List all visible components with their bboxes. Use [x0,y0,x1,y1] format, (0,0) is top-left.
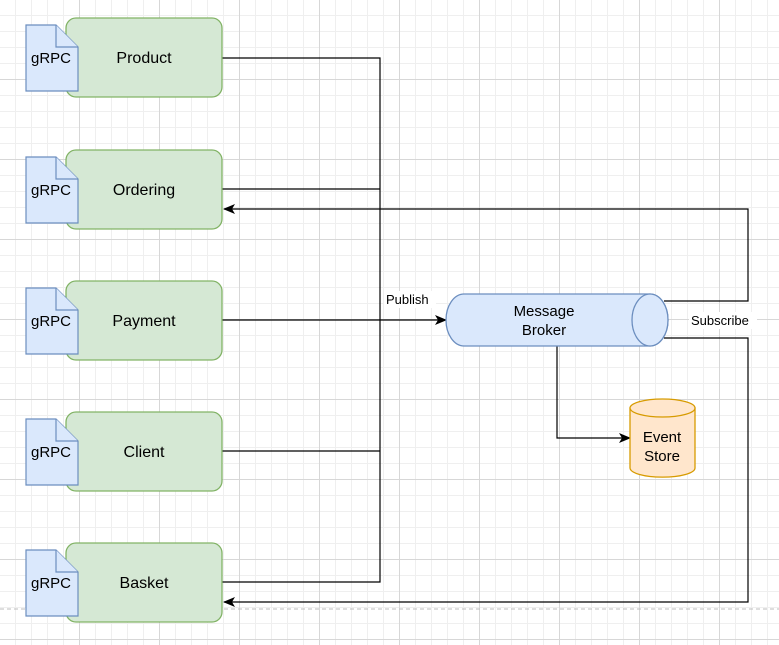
store-cylinder-top [629,398,696,418]
connectors [222,57,749,607]
subscribe-label: Subscribe [691,313,749,328]
broker-store-arrow [556,346,631,443]
service-client[interactable]: gRPC Client [25,411,223,492]
event-store[interactable]: Event Store [629,398,696,478]
publish-label: Publish [386,292,429,307]
service-name: Product [116,50,172,67]
grpc-badge-label: gRPC [31,444,71,461]
message-broker[interactable]: Message Broker [445,293,669,347]
subscribe-ordering-arrow [223,204,749,302]
subscribe-basket-arrow [223,337,749,607]
store-cylinder-body [629,407,696,478]
grpc-badge-label: gRPC [31,313,71,330]
service-name: Payment [112,313,176,330]
service-product[interactable]: gRPC Product [25,17,223,98]
broker-label-line2: Broker [522,322,566,339]
grpc-badge-label: gRPC [31,182,71,199]
service-basket[interactable]: gRPC Basket [25,542,223,623]
grpc-badge-label: gRPC [31,575,71,592]
publish-label-bg [384,291,436,308]
store-label-line2: Store [644,448,680,465]
service-name: Client [124,444,165,461]
service-name: Basket [120,575,169,592]
broker-label-line1: Message [514,303,575,320]
service-name: Ordering [113,182,175,199]
grpc-document-icon [25,287,79,355]
store-label-line1: Event [643,429,682,446]
grpc-document-icon [25,156,79,224]
broker-cylinder-cap [631,293,669,347]
service-ordering[interactable]: gRPC Ordering [25,149,223,230]
subscribe-label-bg [689,312,757,329]
services-group: gRPC Product gRPC Ordering gRPC Payment gRPC Cl… [25,17,223,623]
grpc-document-icon [25,549,79,617]
grpc-badge-label: gRPC [31,50,71,67]
service-payment[interactable]: gRPC Payment [25,280,223,361]
grpc-document-icon [25,24,79,92]
grpc-document-icon [25,418,79,486]
